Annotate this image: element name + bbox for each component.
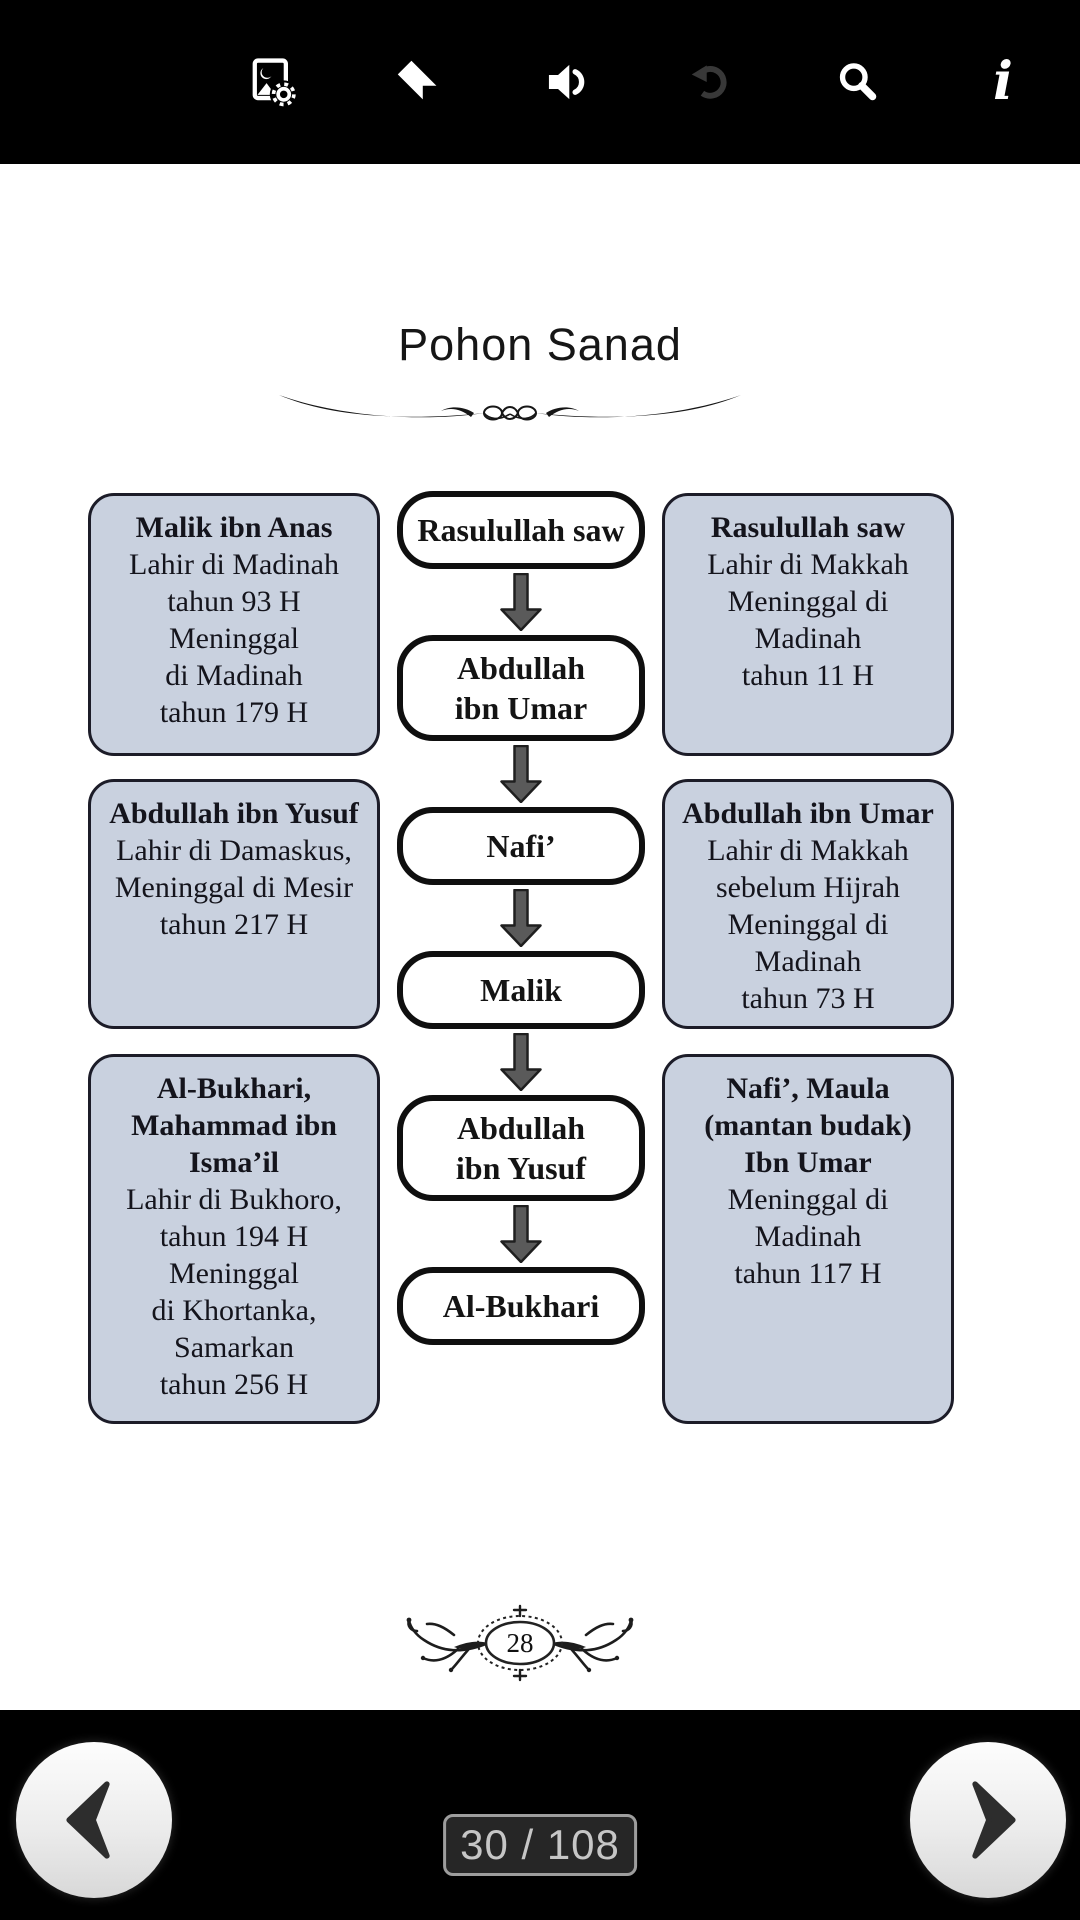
chain-node: Rasulullah saw (397, 491, 645, 569)
photo-settings-icon (252, 58, 298, 109)
info-box-line: sebelum Hijrah (715, 871, 901, 904)
info-box-line: tahun 93 H (167, 585, 301, 618)
page-title: Pohon Sanad (398, 319, 682, 370)
photo-settings-button[interactable] (200, 22, 346, 142)
arrow-right-icon (972, 1781, 1016, 1859)
diagram-chain-column: Rasulullah saw Abdullah ibn Umar Nafi’ Ma… (397, 491, 645, 1424)
down-arrow-icon (500, 573, 542, 631)
info-box-heading-line: Malik ibn Anas (135, 511, 333, 544)
chain-node-line: ibn Yusuf (455, 1150, 587, 1186)
chain-node-line: Malik (480, 972, 562, 1008)
top-toolbar: i (0, 0, 1080, 164)
title-flourish-divider (279, 395, 741, 421)
previous-page-button[interactable] (16, 1742, 172, 1898)
info-box-line: tahun 179 H (159, 696, 309, 729)
info-box-line: di Madinah (165, 659, 303, 692)
info-box-heading-line: Abdullah ibn Yusuf (109, 797, 359, 830)
down-arrow-icon (500, 1033, 542, 1091)
info-box-heading-line: Isma’il (189, 1146, 279, 1179)
search-button[interactable] (784, 22, 930, 142)
search-icon (839, 63, 877, 101)
info-box-line: Lahir di Makkah (707, 834, 909, 867)
info-box-line: Meninggal di (727, 908, 889, 941)
bookmark-button[interactable] (346, 22, 492, 142)
chain-node-line: Abdullah (456, 650, 586, 686)
info-icon: i (993, 51, 1013, 112)
chain-node-line: ibn Umar (454, 690, 588, 726)
info-box-line: tahun 73 H (741, 982, 875, 1015)
down-arrow-icon (500, 889, 542, 947)
info-box-line: di Khortanka, (151, 1294, 317, 1327)
chain-node-line: Rasulullah saw (417, 512, 625, 548)
info-box-line: Meninggal (169, 1257, 299, 1290)
info-box-line: tahun 256 H (159, 1368, 309, 1401)
info-box-heading-line: Nafi’, Maula (726, 1072, 890, 1105)
info-box-line: tahun 11 H (741, 659, 875, 692)
undo-button[interactable] (638, 22, 784, 142)
chain-node: Nafi’ (397, 807, 645, 885)
chain-node-line: Al-Bukhari (442, 1288, 600, 1324)
info-box-line: Madinah (754, 622, 862, 655)
info-box-line: Meninggal di (727, 1183, 889, 1216)
chain-node: Malik (397, 951, 645, 1029)
next-page-button[interactable] (910, 1742, 1066, 1898)
info-button[interactable]: i (930, 22, 1076, 142)
page-indicator-badge: 30 / 108 (443, 1814, 637, 1876)
bottom-nav-bar: 30 / 108 (0, 1710, 1080, 1920)
info-box-heading-line: Mahammad ibn (131, 1109, 337, 1142)
undo-icon (691, 65, 727, 99)
info-box-line: Meninggal di Mesir (114, 871, 354, 904)
down-arrow-icon (500, 745, 542, 803)
speaker-icon (548, 64, 585, 100)
info-box-line: Lahir di Madinah (129, 548, 339, 581)
down-arrow-icon (500, 1205, 542, 1263)
chain-node-line: Abdullah (456, 1110, 586, 1146)
page-number-ornament: 28 (406, 1604, 634, 1682)
chain-node: Abdullah ibn Umar (397, 635, 645, 741)
info-box-line: Madinah (754, 1220, 862, 1253)
info-box-heading-line: Abdullah ibn Umar (682, 797, 934, 830)
chain-node: Abdullah ibn Yusuf (397, 1095, 645, 1201)
info-box-heading-line: Ibn Umar (744, 1146, 872, 1179)
info-box-line: Lahir di Bukhoro, (126, 1183, 342, 1216)
info-box-heading-line: Al-Bukhari, (156, 1072, 312, 1105)
info-box-line: Meninggal (169, 622, 299, 655)
info-box-line: Samarkan (174, 1331, 294, 1364)
info-box-line: tahun 117 H (734, 1257, 882, 1290)
chain-node-line: Nafi’ (486, 828, 556, 864)
info-box-heading-line: (mantan budak) (704, 1109, 912, 1142)
info-box-heading-line: Rasulullah saw (710, 511, 906, 544)
info-box-line: Madinah (754, 945, 862, 978)
arrow-left-icon (66, 1781, 110, 1859)
info-box-line: tahun 194 H (159, 1220, 309, 1253)
info-box-line: Lahir di Damaskus, (116, 834, 352, 867)
chain-node: Al-Bukhari (397, 1267, 645, 1345)
bookmark-icon (397, 60, 437, 100)
info-box-line: Meninggal di (727, 585, 889, 618)
ornament-page-number: 28 (507, 1628, 534, 1658)
info-box-line: Lahir di Makkah (707, 548, 909, 581)
info-box-line: tahun 217 H (159, 908, 309, 941)
speaker-button[interactable] (492, 22, 638, 142)
